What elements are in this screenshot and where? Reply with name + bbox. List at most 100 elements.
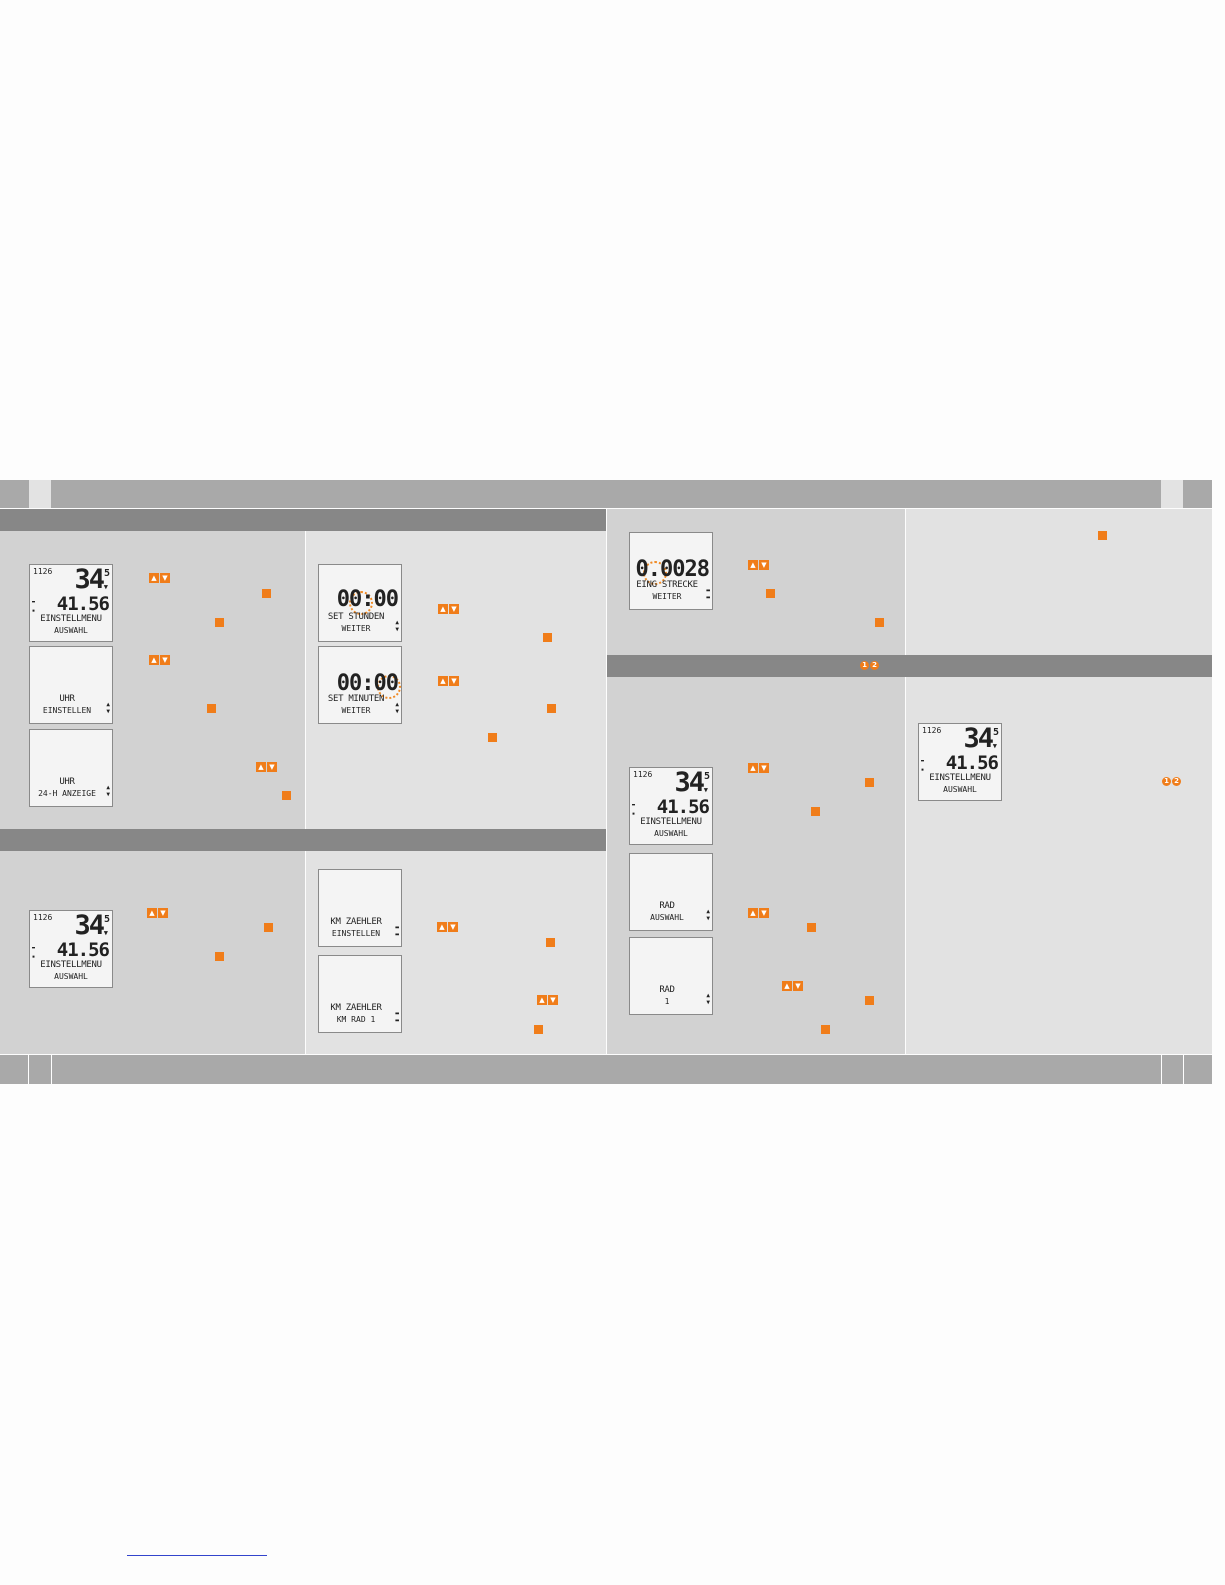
top-band [0,480,1212,508]
lcd-speed-decimal: 5 [103,914,110,925]
lcd-eing-strecke: 0.0028 EING STRECKE WEITER ▬▬ [629,532,713,610]
lcd-line1: EINSTELLMENU [40,960,102,970]
lcd-line1: SET STUNDEN [327,612,385,622]
lcd-distance-value: 0.0028 [635,557,710,582]
bottom-band-divider [51,1055,52,1084]
lcd-marker: ▬ [921,758,925,764]
bottom-band-divider [1161,1055,1162,1084]
lcd-uhr-anzeige: UHR 24-H ANZEIGE ▲▼ [29,729,113,807]
lcd-main-display: 1126 34 5 ▼ 41.56 ▬ ▪ EINSTELLMENU AUSWA… [629,767,713,845]
updown-button-icon: ▲▼ [437,922,458,932]
lcd-speed: 34 [74,910,104,941]
updown-button-icon: ▲▼ [748,908,769,918]
lcd-time: 1126 [922,726,942,735]
lcd-line1: UHR [59,694,75,704]
lcd-time: 1126 [33,567,53,576]
lcd-line1: RAD [659,985,675,995]
top-band-tab-right [1161,480,1183,508]
lcd-main-display: 1126 34 5 ▼ 41.56 ▬ ▪ EINSTELLMENU AUSWA… [29,910,113,988]
section-header-odometer [0,829,606,851]
lcd-line2: WEITER [341,706,371,715]
ok-button-icon [875,618,884,627]
lcd-km-rad: KM ZAEHLER KM RAD 1 ▬▬ [318,955,402,1033]
top-band-tab-left [29,480,51,508]
lcd-marker: ▬ [32,599,36,605]
ok-button-icon [865,996,874,1005]
lcd-line1: KM ZAEHLER [330,917,382,927]
lcd-distance: 41.56 [945,752,999,774]
lcd-line2: EINSTELLEN [331,929,381,938]
ok-button-icon [547,704,556,713]
lcd-marker: ▪ [632,811,636,817]
lcd-distance: 41.56 [56,939,110,961]
lcd-rad-auswahl: RAD AUSWAHL ▲▼ [629,853,713,931]
lcd-line2: AUSWAHL [54,972,88,981]
panel-distance-right [906,509,1212,655]
lcd-marker: ▪ [921,767,925,773]
bottom-band-divider [1183,1055,1184,1084]
updown-button-icon: ▲▼ [147,908,168,918]
lcd-line1: EINSTELLMENU [40,614,102,624]
lcd-down-indicator: ▼ [992,742,997,750]
lcd-line2: AUSWAHL [54,626,88,635]
lcd-line2: AUSWAHL [654,829,688,838]
lcd-line1: UHR [59,777,75,787]
updown-arrows-icon: ▲▼ [106,784,110,798]
ok-button-icon [821,1025,830,1034]
lcd-line1: RAD [659,901,675,911]
ok-button-icon [207,704,216,713]
lcd-time: 1126 [33,913,53,922]
updown-arrows-icon: ▲▼ [706,992,710,1006]
ok-button-icon [811,807,820,816]
lcd-speed-decimal: 5 [103,568,110,579]
lcd-line2: EINSTELLEN [42,706,92,715]
ok-button-icon [488,733,497,742]
ok-button-icon [1098,531,1107,540]
footer-link-underline [127,1555,267,1556]
lcd-down-indicator: ▼ [103,583,108,591]
lcd-line1: EINSTELLMENU [929,773,991,783]
lcd-speed: 34 [74,564,104,595]
updown-arrows-icon: ▲▼ [395,619,399,633]
ok-button-icon [766,589,775,598]
lcd-marker: ▪ [32,954,36,960]
ok-button-icon [807,923,816,932]
ok-button-icon [282,791,291,800]
lcd-line2: KM RAD 1 [336,1015,376,1024]
lcd-line2: WEITER [341,624,371,633]
updown-arrows-icon: ▲▼ [395,701,399,715]
section-header-wheel [607,655,1212,677]
lcd-marker: ▬ [632,802,636,808]
updown-arrows-icon: ▬▬ [395,1010,399,1024]
ok-button-icon [546,938,555,947]
updown-arrows-icon: ▲▼ [106,701,110,715]
lcd-down-indicator: ▼ [703,786,708,794]
lcd-line1: KM ZAEHLER [330,1003,382,1013]
lcd-line1: EING STRECKE [636,580,698,590]
lcd-rad-1: RAD 1 ▲▼ [629,937,713,1015]
lcd-distance: 41.56 [656,796,710,818]
lcd-down-indicator: ▼ [103,929,108,937]
blink-highlight-icon [349,591,373,615]
lcd-set-minuten: 00:00 SET MINUTEN WEITER ▲▼ [318,646,402,724]
lcd-main-display: 1126 34 5 ▼ 41.56 ▬ ▪ EINSTELLMENU AUSWA… [918,723,1002,801]
updown-arrows-icon: ▬▬ [706,587,710,601]
updown-arrows-icon: ▲▼ [706,908,710,922]
blink-highlight-icon [643,561,667,585]
updown-button-icon: ▲▼ [748,560,769,570]
lcd-line2: AUSWAHL [650,913,684,922]
updown-button-icon: ▲▼ [256,762,277,772]
ok-button-icon [215,952,224,961]
lcd-km-einstellen: KM ZAEHLER EINSTELLEN ▬▬ [318,869,402,947]
lcd-time-value: 00:00 [336,671,399,696]
lcd-marker: ▪ [32,608,36,614]
lcd-marker: ▬ [32,945,36,951]
section-header-clock [0,509,606,531]
lcd-line1: EINSTELLMENU [640,817,702,827]
ok-button-icon [262,589,271,598]
lcd-line2: 1 [664,997,670,1006]
updown-button-icon: ▲▼ [537,995,558,1005]
ok-button-icon [543,633,552,642]
